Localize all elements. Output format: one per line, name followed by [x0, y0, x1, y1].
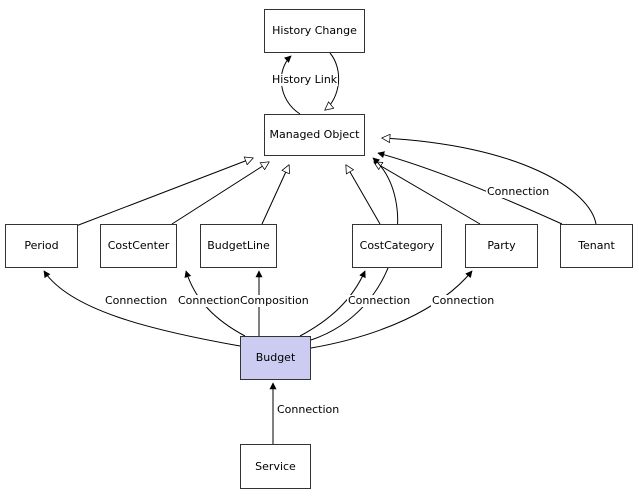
node-label-history-change: History Change [272, 24, 357, 37]
node-label-costcenter: CostCenter [107, 239, 170, 252]
edge-tenant-connection [377, 151, 563, 225]
edge-label-budget-costcenter: Connection [177, 294, 242, 307]
node-budget[interactable]: Budget [240, 336, 311, 380]
edge-label-budget-period: Connection [104, 294, 169, 307]
node-label-tenant: Tenant [578, 239, 615, 252]
node-label-budgetline: BudgetLine [207, 239, 270, 252]
edge-historychange-managedobject [325, 52, 340, 110]
edge-budget-period [43, 270, 241, 347]
edge-party-managedobject [374, 162, 481, 225]
node-party[interactable]: Party [465, 224, 538, 268]
edge-label-history-link: History Link [271, 73, 339, 86]
node-budgetline[interactable]: BudgetLine [200, 224, 277, 268]
edge-label-tenant-connection: Connection [486, 185, 551, 198]
edge-budgetline-managedobject [261, 165, 289, 225]
edge-budget-costcenter [184, 270, 246, 337]
edge-costcategory-managedobject [346, 165, 381, 225]
node-label-service: Service [255, 459, 296, 473]
node-label-party: Party [487, 239, 516, 252]
node-label-costcategory: CostCategory [359, 239, 435, 252]
node-costcenter[interactable]: CostCenter [100, 224, 177, 268]
edge-label-budget-party: Connection [431, 294, 496, 307]
node-service[interactable]: Service [240, 444, 311, 489]
edge-budget-party [310, 270, 473, 349]
edge-label-service-budget: Connection [276, 403, 341, 416]
node-costcategory[interactable]: CostCategory [352, 224, 442, 268]
edge-budget-costcategory [299, 270, 366, 337]
edge-period-managedobject [75, 158, 253, 227]
node-label-period: Period [24, 239, 59, 252]
edge-costcenter-managedobject [171, 162, 269, 225]
edge-label-budget-budgetline: Composition [239, 294, 310, 307]
node-label-managed-object: Managed Object [269, 128, 360, 141]
edge-label-budget-costcategory: Connection [347, 294, 412, 307]
node-tenant[interactable]: Tenant [560, 224, 633, 268]
node-period[interactable]: Period [5, 224, 78, 268]
edge-tenant-managedobject [382, 138, 597, 225]
node-history-change[interactable]: History Change [264, 9, 365, 53]
node-managed-object[interactable]: Managed Object [264, 114, 365, 156]
node-label-budget: Budget [255, 351, 296, 364]
